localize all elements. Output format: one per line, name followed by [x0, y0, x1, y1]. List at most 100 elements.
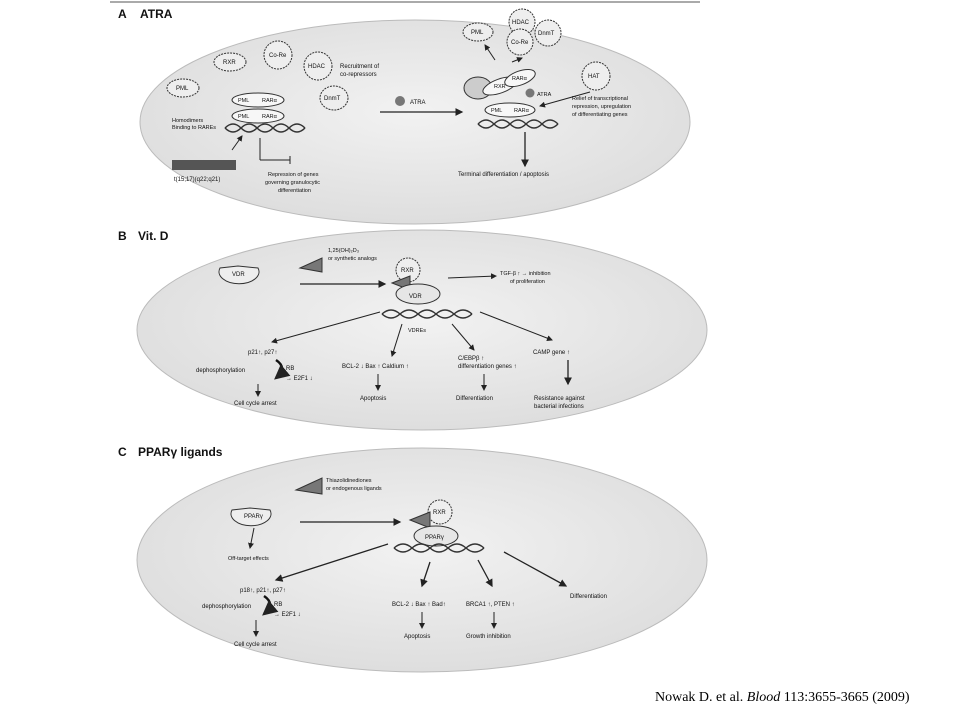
- vitd-ligand-line1: 1,25(OH)₂D₃: [328, 248, 359, 254]
- homodimer-line1: Homodimers: [172, 118, 203, 124]
- pml-right: [462, 22, 494, 42]
- vdr-complex-label: VDR: [409, 294, 422, 300]
- pml-rar-box1: [231, 92, 285, 108]
- hdac-right: [508, 8, 536, 36]
- rar-right-top: [504, 68, 536, 88]
- hdac-left: [303, 51, 333, 81]
- resistance-line2: bacterial infections: [534, 404, 584, 410]
- cebp-line2: differentiation genes ↑: [458, 364, 517, 370]
- rar-box2-label: RARα: [262, 114, 278, 120]
- citation: Nowak D. et al. Blood 113:3655-3665 (200…: [655, 690, 950, 710]
- rxr-c: [427, 499, 453, 525]
- hdac-left-label: HDAC: [308, 64, 326, 70]
- dephos-c-arrow: [262, 594, 279, 616]
- panel-b-letter: B: [118, 229, 127, 243]
- dnmt-right: [534, 19, 562, 47]
- rb-b-label: RB: [286, 366, 294, 372]
- vdr-label: VDR: [232, 272, 245, 278]
- ppar-ligand-line2: or endogenous ligands: [326, 486, 382, 492]
- atra-bound: [525, 88, 535, 98]
- bcl2-b-label: BCL-2 ↓ Bax ↑ Caldium ↑: [342, 364, 409, 370]
- dna-c-b: [393, 543, 485, 553]
- atra-label: ATRA: [410, 100, 426, 106]
- pml-left-label: PML: [176, 86, 189, 92]
- dephos-b-arrow: [274, 358, 291, 380]
- rxr-b-label: RXR: [401, 268, 414, 274]
- vdr-complex: [395, 283, 441, 305]
- relief-line1: Relief of transcriptional: [572, 96, 628, 102]
- vitd-ligand-line2: or synthetic analogs: [328, 256, 377, 262]
- relief-line3: of differentiating genes: [572, 112, 628, 118]
- translocation-bar: [172, 160, 236, 170]
- hdac-right-label: HDAC: [512, 20, 530, 26]
- differentiation-c-label: Differentiation: [570, 594, 607, 600]
- pml-box2-label: PML: [238, 114, 249, 120]
- differentiation-b-label: Differentiation: [456, 396, 493, 402]
- rar-box1-label: RARα: [262, 98, 278, 104]
- corep-right: [506, 28, 534, 56]
- rar-right-top-label: RARα: [512, 76, 528, 82]
- panel-b-title: Vit. D: [138, 229, 169, 243]
- ppar-receptor: [230, 507, 272, 527]
- panel-c-title: PPARγ ligands: [138, 445, 223, 459]
- vitd-ligand: [298, 257, 323, 273]
- pml-right-box-label: PML: [491, 108, 502, 114]
- rxr-left-label: RXR: [223, 60, 236, 66]
- dnmt-left-label: DnmT: [324, 96, 341, 102]
- ppar-complex-label: PPARγ: [425, 535, 444, 541]
- dnmt-left: [319, 85, 349, 111]
- ppar-ligand-bound: [408, 511, 431, 529]
- pml-box1-label: PML: [238, 98, 249, 104]
- cell-cycle-c-label: Cell cycle arrest: [234, 642, 277, 648]
- atra-bound-label: ATRA: [537, 92, 552, 98]
- off-target-label: Off-target effects: [228, 556, 269, 562]
- citation-details: 113:3655-3665 (2009): [780, 690, 910, 705]
- corep-left-label: Co-Re: [269, 53, 287, 59]
- recruitment-line2: co-repressors: [340, 72, 377, 78]
- pml-left: [166, 78, 200, 98]
- vdres-label: VDREs: [408, 328, 426, 334]
- corep-right-label: Co-Re: [511, 40, 529, 46]
- dna-left-b: [224, 123, 306, 133]
- hat: [581, 61, 611, 91]
- resistance-line1: Resistance against: [534, 396, 585, 402]
- rxr-right-label: RXR: [494, 84, 506, 90]
- ppar-complex: [413, 525, 459, 547]
- dnmt-right-label: DnmT: [538, 31, 555, 37]
- e2f1-c-label: → E2F1 ↓: [274, 612, 301, 618]
- ppar-ligand: [294, 477, 323, 495]
- repression-line1: Repression of genes: [268, 172, 319, 178]
- apoptosis-c-label: Apoptosis: [404, 634, 430, 640]
- corep-left: [263, 40, 293, 70]
- pml-right-label: PML: [471, 30, 484, 36]
- repression-line2: governing granulocytic: [265, 180, 320, 186]
- dephos-b-label: dephosphorylation: [196, 368, 245, 374]
- panel-a-background: [139, 19, 691, 225]
- panel-c-letter: C: [118, 445, 127, 459]
- pml-rar-right-box: [484, 102, 536, 118]
- apoptosis-b-label: Apoptosis: [360, 396, 386, 402]
- dna-right-a: [477, 119, 559, 129]
- rar-right-box-label: RARα: [514, 108, 530, 114]
- rb-c-label: RB: [274, 602, 282, 608]
- e2f1-b-label: → E2F1 ↓: [286, 376, 313, 382]
- panel-a-title: ATRA: [140, 7, 173, 21]
- atra-molecule: [395, 96, 405, 106]
- hat-label: HAT: [588, 74, 600, 80]
- repression-line3: differentiation: [278, 188, 311, 194]
- panel-c: C PPARγ ligands PPARγ Thiazolidinediones…: [118, 445, 708, 673]
- panel-b: B Vit. D VDR 1,25(OH)₂D₃ or synthetic an…: [118, 229, 708, 431]
- citation-journal: Blood: [746, 690, 781, 705]
- dna-right-b: [477, 119, 559, 129]
- rxr-left: [213, 52, 247, 72]
- homodimer-line2: Binding to RAREs: [172, 125, 216, 131]
- translocation-label: t(15;17)(q22;q21): [174, 177, 220, 183]
- rxr-c-label: RXR: [433, 510, 446, 516]
- dna-b-a: [381, 309, 473, 319]
- ppar-ligand-line1: Thiazolidinediones: [326, 478, 372, 484]
- dephos-c-label: dephosphorylation: [202, 604, 251, 610]
- cell-cycle-b-label: Cell cycle arrest: [234, 401, 277, 407]
- tgf-line1: TGF-β ↑ → inhibition: [500, 271, 551, 277]
- ppar-label: PPARγ: [244, 514, 263, 520]
